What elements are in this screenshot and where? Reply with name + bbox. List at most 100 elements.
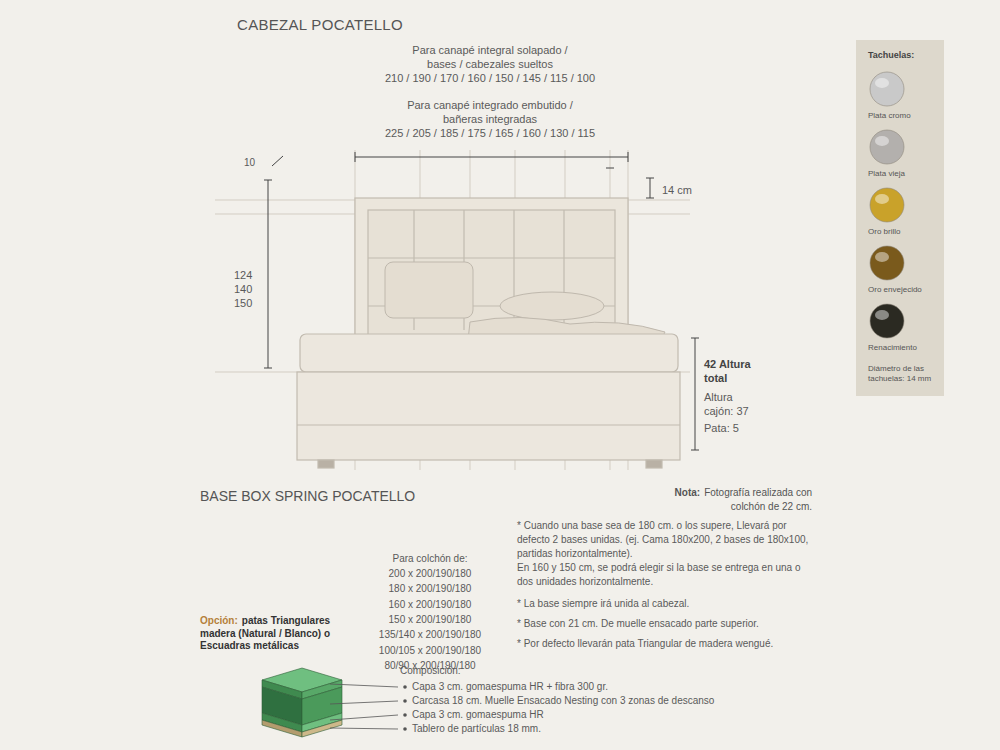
title: CABEZAL POCATELLO [237, 16, 403, 33]
legend-text: Oro brillo [868, 227, 936, 236]
option-note-block: Opción:patas Triangulares madera (Natura… [200, 615, 350, 653]
swatch-highlight [875, 78, 889, 88]
dimension-lines [264, 152, 699, 450]
spec-caption-block: Para canapé integral solapado / bases / … [405, 44, 575, 72]
note-text-block: * La base siempre irá unida al cabezal. [517, 598, 815, 611]
swatch-highlight [875, 136, 889, 146]
note-text-block: Nota:Fotografía realizada con colchón de… [640, 486, 812, 513]
legend-item: Oro brillo [868, 186, 936, 236]
table-cell: Para colchón de: [392, 553, 467, 564]
note-text-block: * Por defecto llevarán pata Triangular d… [517, 638, 815, 651]
tack-swatch [868, 244, 906, 282]
section-heading-block: BASE BOX SPRING POCATELLO [200, 488, 500, 506]
table-cell-block: 180 x 200/190/180 [370, 583, 490, 596]
note-text-block: En 160 y 150 cm, se podrá elegir si la b… [517, 561, 815, 589]
bullets [403, 685, 407, 731]
legend-item: Plata vieja [868, 128, 936, 178]
swatch-highlight [875, 252, 889, 262]
legend-text: Oro envejecido [868, 285, 936, 294]
spec-caption: Para canapé integrado embutido / bañeras… [407, 99, 573, 125]
table-cell: 160 x 200/190/180 [389, 599, 472, 610]
construction-lines [215, 150, 690, 470]
swatch-circle [870, 130, 904, 164]
table-cell-block: Para colchón de: [370, 553, 490, 566]
size-list-block: 210 / 190 / 170 / 160 / 150 / 145 / 115 … [365, 72, 615, 86]
legend-item: Renacimiento [868, 302, 936, 352]
mattress-and-base-sketch [297, 334, 680, 468]
table-cell-block: 200 x 200/190/180 [370, 568, 490, 581]
legend-text: Plata cromo [868, 111, 936, 120]
dimension-label-block: 42 Altura total [704, 358, 764, 386]
layer-label-block: Capa 3 cm. gomaespuma HR [412, 709, 772, 722]
dimension-label: Altura cajón: 37 [704, 391, 749, 417]
note-text-block: * Cuando una base sea de 180 cm. o los s… [517, 519, 815, 561]
composition-heading-block: Composición: [400, 665, 550, 678]
table-cell-block: 160 x 200/190/180 [370, 599, 490, 612]
dimension-label-block: 124 [234, 269, 264, 283]
tack-swatch [868, 186, 906, 224]
note-text: * Base con 21 cm. De muelle ensacado par… [517, 618, 759, 629]
note-text: * Por defecto llevarán pata Triangular d… [517, 638, 773, 649]
composition-heading: Composición: [400, 665, 461, 676]
size-list: 225 / 205 / 185 / 175 / 165 / 160 / 130 … [385, 127, 595, 139]
size-list-block: 225 / 205 / 185 / 175 / 165 / 160 / 130 … [365, 127, 615, 141]
table-cell: 135/140 x 200/190/180 [379, 629, 481, 640]
note-text: Fotografía realizada con colchón de 22 c… [704, 487, 812, 512]
dimension-label-block: 150 [234, 297, 264, 311]
table-cell: 180 x 200/190/180 [389, 583, 472, 594]
layer-label: Carcasa 18 cm. Muelle Ensacado Nesting c… [412, 695, 714, 706]
dimension-label-block: 140 [234, 283, 264, 297]
note-text: * La base siempre irá unida al cabezal. [517, 598, 689, 609]
spec-caption: Para canapé integral solapado / bases / … [412, 44, 567, 70]
option-note: Opción: [200, 615, 238, 626]
layer-label: Tablero de partículas 18 mm. [412, 723, 541, 734]
dimension-label: Pata: 5 [704, 422, 739, 434]
size-list: 210 / 190 / 170 / 160 / 150 / 145 / 115 … [385, 72, 595, 84]
note-text-block: * Base con 21 cm. De muelle ensacado par… [517, 618, 815, 631]
layer-label: Capa 3 cm. gomaespuma HR [412, 709, 544, 720]
tack-swatch [868, 70, 906, 108]
swatch-highlight [875, 194, 889, 204]
table-cell-block: 100/105 x 200/190/180 [370, 645, 490, 658]
composition-leaders [330, 684, 398, 729]
legend: Plata cromoPlata viejaOro brilloOro enve… [868, 70, 936, 352]
swatch-circle [870, 246, 904, 280]
dimension-label: 42 Altura total [704, 358, 751, 384]
swatch-highlight [875, 310, 889, 320]
panel-note: Diámetro de las tachuelas: 14 mm [868, 364, 936, 385]
spec-caption-block: Para canapé integrado embutido / bañeras… [405, 99, 575, 127]
layer-label: Capa 3 cm. gomaespuma HR + fibra 300 gr. [412, 681, 608, 692]
swatch-circle [870, 72, 904, 106]
composition-layers [262, 668, 342, 737]
layer-label-block: Carcasa 18 cm. Muelle Ensacado Nesting c… [412, 695, 772, 708]
table-cell-block: 135/140 x 200/190/180 [370, 629, 490, 642]
legend-text: Renacimiento [868, 343, 936, 352]
legend-item: Plata cromo [868, 70, 936, 120]
tack-swatch [868, 302, 906, 340]
table-cell: 150 x 200/190/180 [389, 614, 472, 625]
note-text: Nota: [675, 487, 701, 498]
pillows-sketch [385, 262, 665, 342]
note-text: * Cuando una base sea de 180 cm. o los s… [517, 520, 808, 559]
table-cell: 200 x 200/190/180 [389, 568, 472, 579]
layer-label-block: Capa 3 cm. gomaespuma HR + fibra 300 gr. [412, 681, 772, 694]
swatch-circle [870, 188, 904, 222]
tack-swatch [868, 128, 906, 166]
dimension-label-block: 10 [244, 157, 264, 170]
dimension-label: 150 [234, 297, 252, 309]
finish-panel: Tachuelas: Plata cromoPlata viejaOro bril… [856, 40, 944, 396]
panel-heading: Tachuelas: [868, 50, 936, 62]
dimension-label: 140 [234, 283, 252, 295]
layer-label-block: Tablero de partículas 18 mm. [412, 723, 772, 736]
dimension-label-block: Pata: 5 [704, 422, 764, 436]
legend-text: Plata vieja [868, 169, 936, 178]
legend-item: Oro envejecido [868, 244, 936, 294]
swatch-circle [870, 304, 904, 338]
section-heading: BASE BOX SPRING POCATELLO [200, 488, 415, 504]
dimension-label: 124 [234, 269, 252, 281]
table-cell: 100/105 x 200/190/180 [379, 645, 481, 656]
note-text: En 160 y 150 cm, se podrá elegir si la b… [517, 562, 801, 587]
dimension-label-block: 14 cm [662, 184, 712, 198]
dimension-label-block: Altura cajón: 37 [704, 391, 764, 419]
